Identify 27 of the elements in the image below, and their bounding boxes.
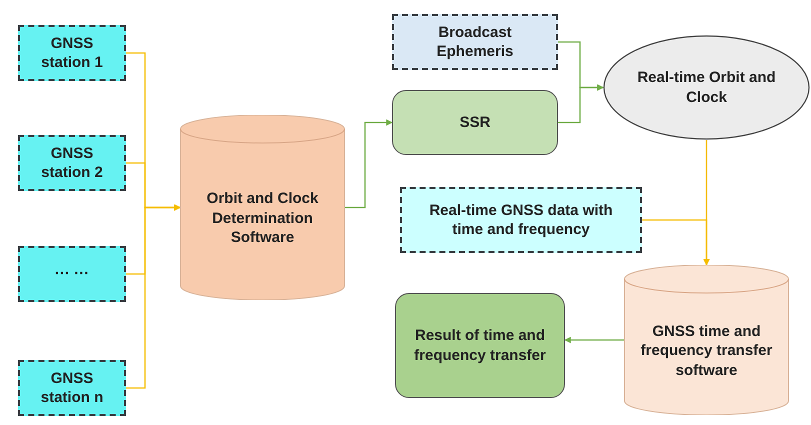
output-ellipse bbox=[603, 35, 810, 140]
node-label: GNSS station n bbox=[40, 368, 104, 408]
result-box bbox=[395, 293, 565, 398]
node-label: Broadcast Ephemeris bbox=[436, 22, 514, 62]
node-label: ··· ··· bbox=[54, 264, 90, 284]
node-label: Real-time GNSS data with time and frequency bbox=[428, 200, 614, 240]
node-label: GNSS station 2 bbox=[40, 144, 104, 182]
node-label: GNSS time and frequency transfer software bbox=[640, 322, 774, 380]
arrow bbox=[564, 336, 624, 344]
arrow bbox=[126, 204, 181, 389]
arrow bbox=[642, 219, 710, 266]
node-label: Result of time and frequency transfer bbox=[413, 326, 547, 365]
node-label: GNSS station 1 bbox=[40, 34, 104, 72]
station-box bbox=[18, 360, 126, 416]
node-label: Real-time Orbit and Clock bbox=[636, 68, 777, 107]
arrow bbox=[345, 119, 393, 208]
input-box bbox=[392, 14, 558, 70]
station-box bbox=[18, 135, 126, 191]
input-box bbox=[400, 187, 642, 253]
node-label: SSR bbox=[458, 112, 492, 132]
process-box bbox=[392, 90, 558, 155]
station-box bbox=[18, 25, 126, 81]
database-cylinder bbox=[624, 265, 789, 415]
arrow bbox=[558, 84, 604, 124]
database-cylinder bbox=[180, 115, 345, 300]
node-label: Orbit and Clock Determination Software bbox=[206, 189, 320, 248]
station-box bbox=[18, 246, 126, 302]
